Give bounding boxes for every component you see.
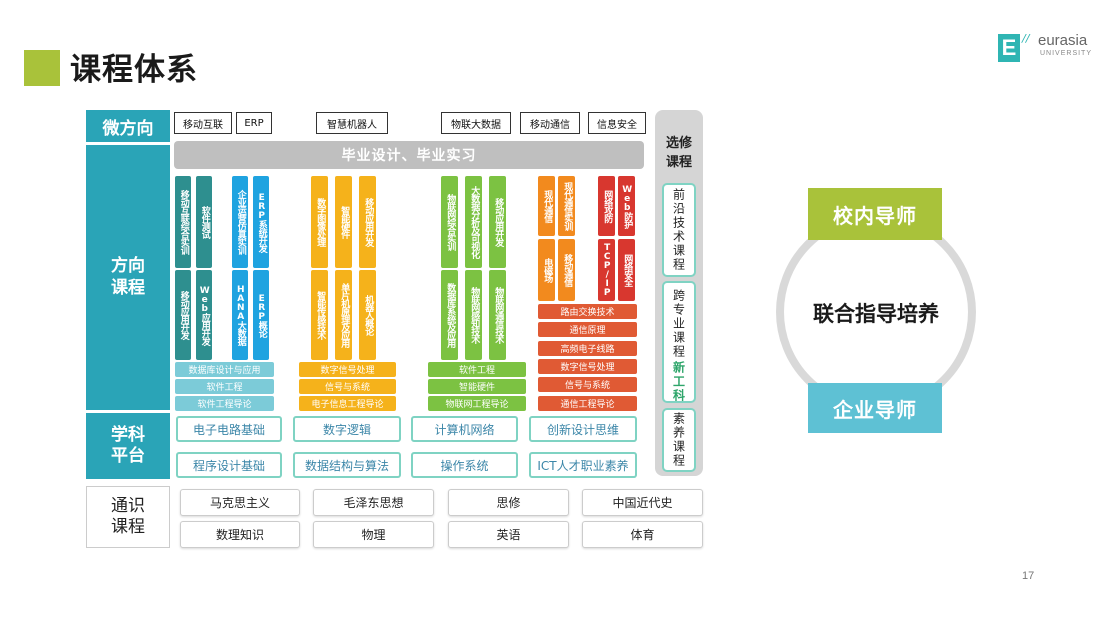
course-c4-t3: Web防护	[618, 176, 635, 236]
course-c4-bar0: 路由交换技术	[538, 304, 637, 319]
course-c4-bar1: 通信原理	[538, 322, 637, 337]
title-accent-square	[24, 50, 60, 86]
label-micro-direction: 微方向	[86, 110, 170, 142]
course-c3-b2: 物联网通信技术	[489, 270, 506, 360]
course-c4-t0: 现代通信	[538, 176, 555, 236]
course-c4-bar5: 通信工程导论	[538, 396, 637, 411]
label-direction-courses: 方向 课程	[86, 145, 170, 410]
course-c3-b0: 数据库系统及应用	[441, 270, 458, 360]
platform-box-4: 程序设计基础	[176, 452, 282, 478]
course-c3-t0: 物联网综合实训	[441, 176, 458, 268]
course-c3-bar1: 智能硬件	[428, 379, 526, 394]
micro-tag-info-security: 信息安全	[588, 112, 646, 134]
course-c1-b2: HANA大数据	[232, 270, 248, 360]
general-box-4: 数理知识	[180, 521, 300, 548]
platform-box-5: 数据结构与算法	[293, 452, 401, 478]
mentor-internal: 校内导师	[808, 188, 942, 240]
course-c2-b0: 智能传感技术	[311, 270, 328, 360]
general-box-7: 体育	[582, 521, 703, 548]
elective-new-engineering: 新工科	[671, 361, 686, 403]
elective-cross-major: 跨专业课程	[671, 289, 686, 359]
course-c4-b1: 移动通信	[558, 239, 575, 301]
platform-box-2: 计算机网络	[411, 416, 518, 442]
general-box-1: 毛泽东思想	[313, 489, 434, 516]
page-title: 课程体系	[70, 52, 198, 88]
elective-cross-box: 跨专业课程 新工科	[662, 281, 696, 403]
general-box-2: 思修	[448, 489, 569, 516]
course-c2-bar0: 数字信号处理	[299, 362, 396, 377]
course-c2-t2: 移动应用开发	[359, 176, 376, 268]
general-box-0: 马克思主义	[180, 489, 300, 516]
platform-box-1: 数字逻辑	[293, 416, 401, 442]
course-c1-t0: 移动互联综合实训	[175, 176, 191, 268]
course-c3-bar2: 物联网工程导论	[428, 396, 526, 411]
elective-frontier: 前沿技术课程	[662, 183, 696, 277]
course-c1-t2: 企业运营仿真实训	[232, 176, 248, 268]
course-c4-b3: 网络安全	[618, 239, 635, 301]
course-c4-t1: 现代通信实训	[558, 176, 575, 236]
micro-tag-iot-bigdata: 物联大数据	[441, 112, 511, 134]
micro-tag-smart-robot: 智慧机器人	[316, 112, 388, 134]
course-c1-bar1: 软件工程	[175, 379, 274, 394]
course-c4-bar3: 数字信号处理	[538, 359, 637, 374]
course-c3-bar0: 软件工程	[428, 362, 526, 377]
course-c4-b0: 电磁场	[538, 239, 555, 301]
logo-slashes: //	[1022, 32, 1030, 45]
course-c4-bar4: 信号与系统	[538, 377, 637, 392]
course-c2-b1: 单片机原理及应用	[335, 270, 352, 360]
course-c1-b0: 移动应用开发	[175, 270, 191, 360]
joint-training-label: 联合指导培养	[813, 302, 939, 326]
platform-box-3: 创新设计思维	[529, 416, 637, 442]
course-c1-b3: ERP概论	[253, 270, 269, 360]
platform-box-0: 电子电路基础	[176, 416, 282, 442]
course-c1-bar0: 数据库设计与应用	[175, 362, 274, 377]
course-c1-t3: ERP系统开发	[253, 176, 269, 268]
logo-subtitle: UNIVERSITY	[1040, 50, 1093, 57]
platform-box-7: ICT人才职业素养	[529, 452, 637, 478]
label-general-courses: 通识 课程	[86, 486, 170, 548]
page-number: 17	[1022, 570, 1035, 582]
course-c3-t1: 大数据分析及可视化	[465, 176, 482, 268]
course-c3-t2: 移动应用开发	[489, 176, 506, 268]
course-c2-b2: 机器人概论	[359, 270, 376, 360]
course-c1-t1: 软件测试	[196, 176, 212, 268]
university-logo-mark: E	[998, 34, 1020, 62]
course-c4-bar2: 高频电子线路	[538, 341, 637, 356]
general-box-3: 中国近代史	[582, 489, 703, 516]
elective-title: 选修 课程	[665, 136, 692, 170]
platform-box-6: 操作系统	[411, 452, 518, 478]
course-c4-t2: 网络攻防	[598, 176, 615, 236]
course-c3-b1: 物联网感知技术	[465, 270, 482, 360]
label-discipline-platform: 学科 平台	[86, 413, 170, 479]
logo-name: eurasia	[1038, 32, 1088, 49]
elective-literacy: 素养课程	[662, 408, 696, 472]
course-c2-bar2: 电子信息工程导论	[299, 396, 396, 411]
micro-tag-mobile-internet: 移动互联	[174, 112, 232, 134]
micro-tag-mobile-comm: 移动通信	[520, 112, 580, 134]
micro-tag-erp: ERP	[236, 112, 272, 134]
course-c1-b1: Web应用开发	[196, 270, 212, 360]
course-c2-bar1: 信号与系统	[299, 379, 396, 394]
course-c4-b2: TCP/IP	[598, 239, 615, 301]
general-box-6: 英语	[448, 521, 569, 548]
course-c2-t1: 智能硬件	[335, 176, 352, 268]
course-c2-t0: 数字图像处理	[311, 176, 328, 268]
general-box-5: 物理	[313, 521, 434, 548]
graduation-bar: 毕业设计、毕业实习	[174, 141, 644, 169]
mentor-enterprise: 企业导师	[808, 383, 942, 433]
course-c1-bar2: 软件工程导论	[175, 396, 274, 411]
